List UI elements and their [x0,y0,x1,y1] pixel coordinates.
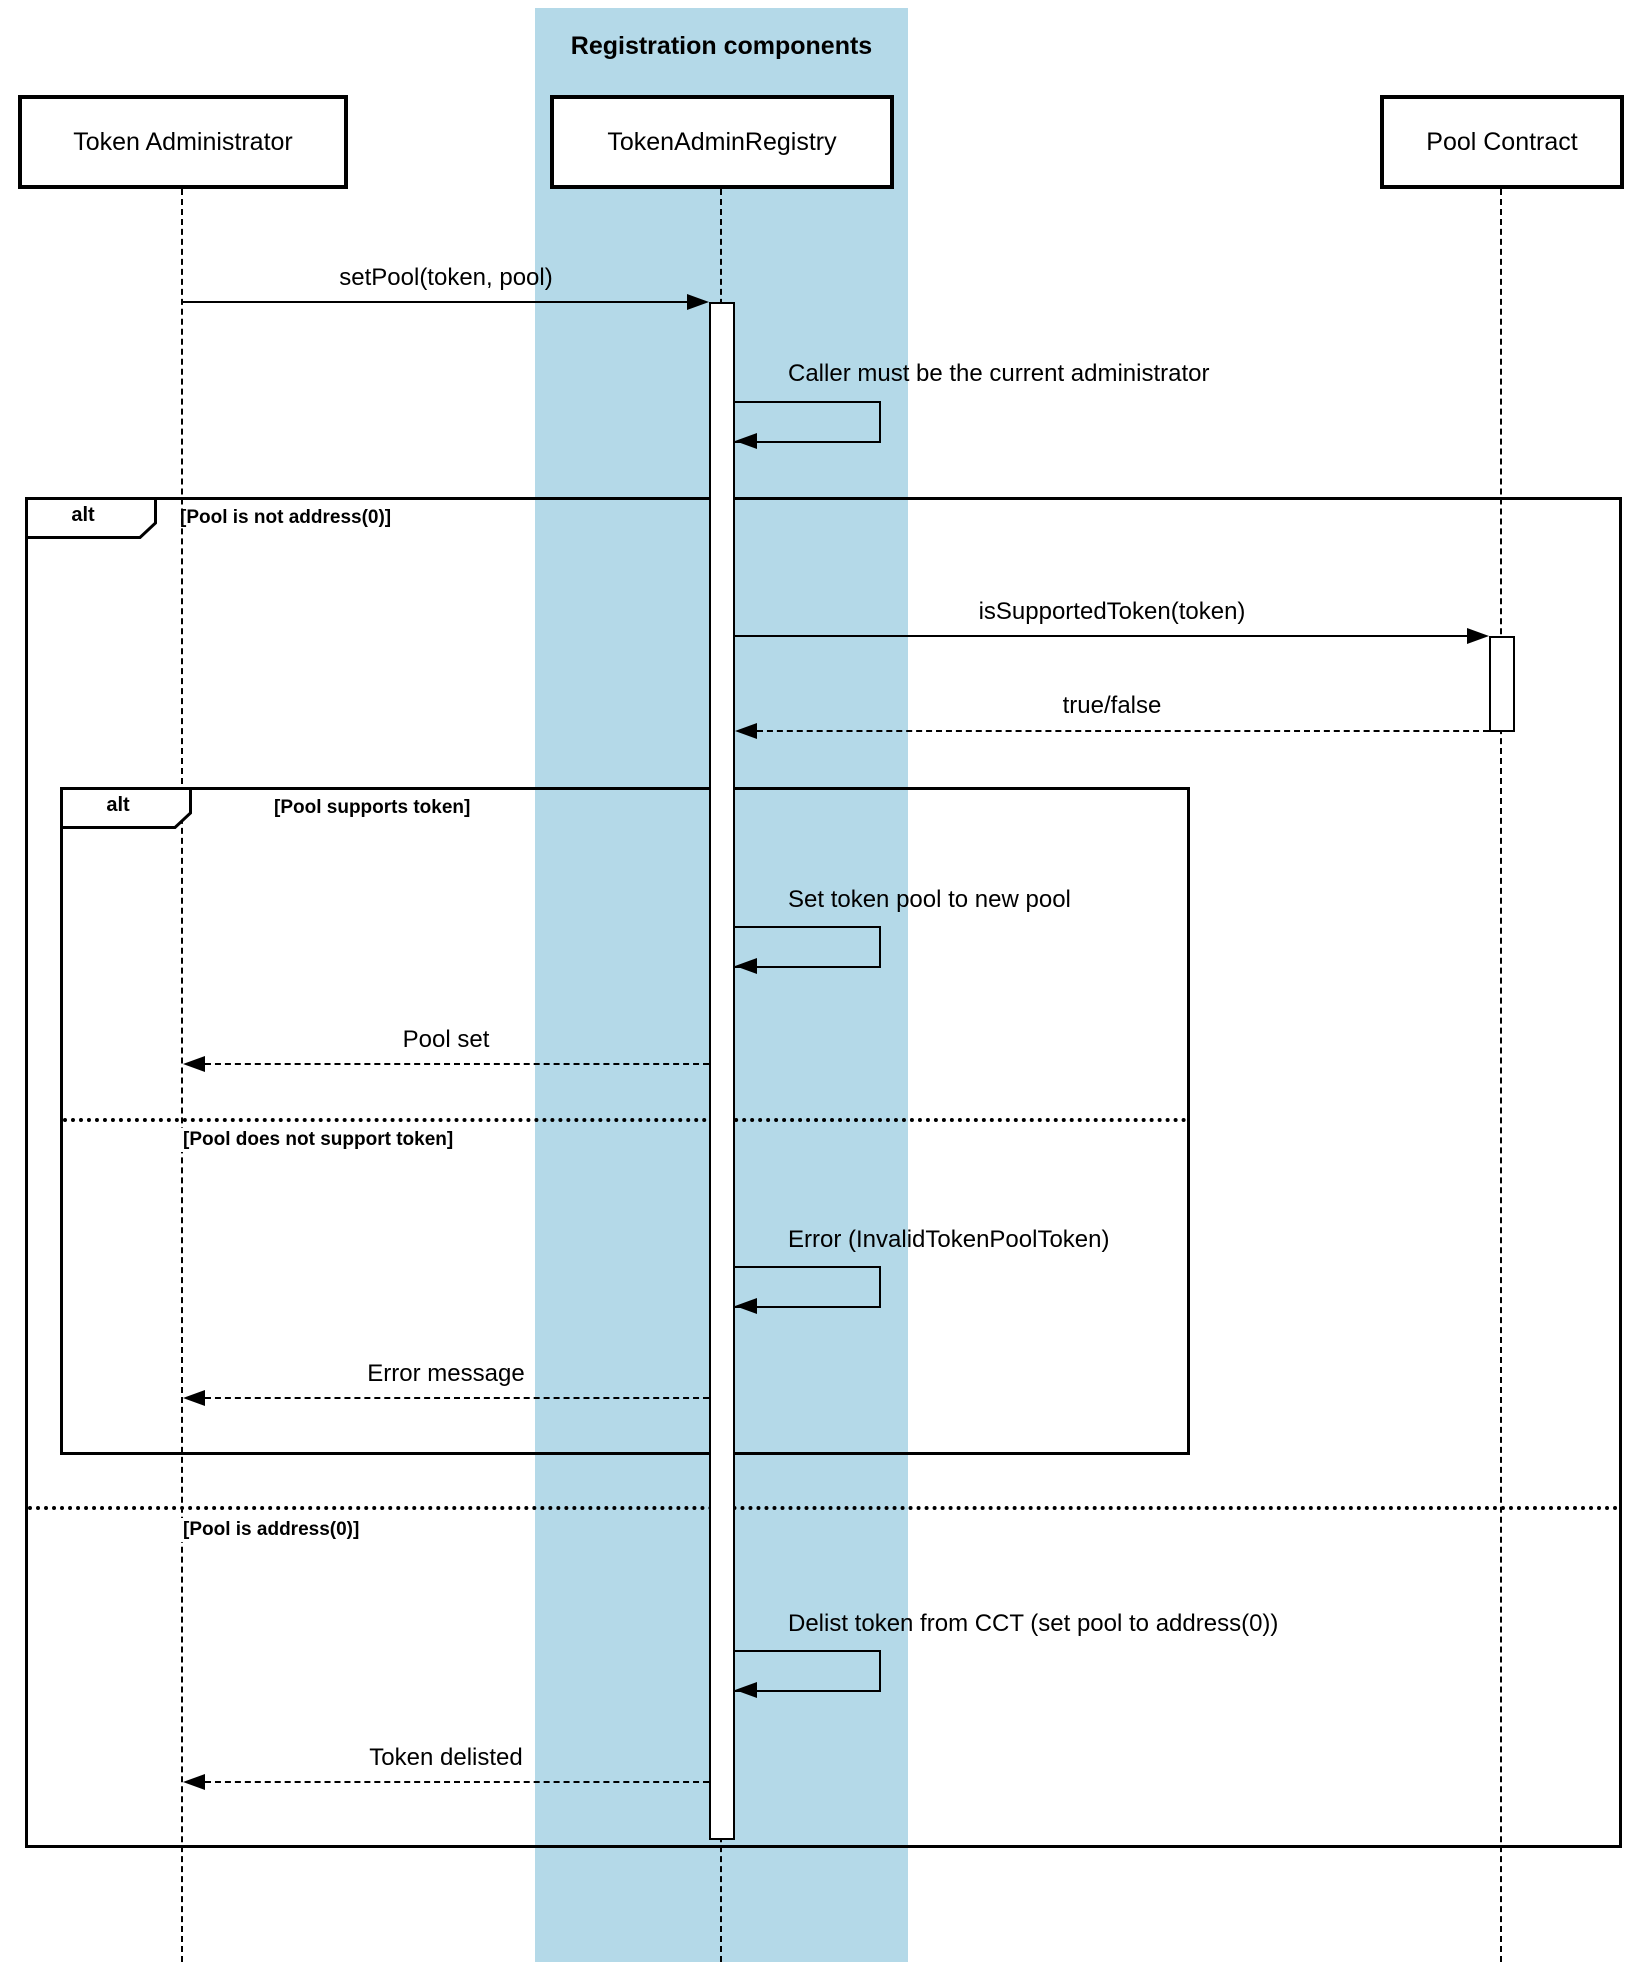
participant-pool-contract: Pool Contract [1380,95,1624,189]
lifeline-token-administrator [181,189,183,1962]
participant-label: Pool Contract [1426,127,1578,156]
participant-token-administrator: Token Administrator [18,95,348,189]
message-label-caller-check: Caller must be the current administrator [788,360,1210,387]
message-label-set-pool: setPool(token, pool) [339,264,553,291]
self-call-loop [735,926,881,968]
lifeline-pool-contract [1500,189,1502,1962]
message-label-set-token-pool: Set token pool to new pool [788,886,1071,913]
alt-fragment-outer-tab: alt [25,497,157,539]
message-label-delist-token: Delist token from CCT (set pool to addre… [788,1610,1279,1637]
message-label-token-delisted: Token delisted [369,1744,523,1771]
activation-pool-contract [1489,636,1515,732]
alt-inner-divider [63,1118,1187,1122]
arrow-head [687,294,709,310]
activation-token-admin-registry [709,302,735,1840]
guard-pool-not-address0: [Pool is not address(0)] [180,507,392,528]
self-call-loop [735,401,881,443]
arrow-line [205,1397,709,1399]
participant-label: TokenAdminRegistry [607,127,837,156]
message-label-invalid-pool-error: Error (InvalidTokenPoolToken) [788,1226,1110,1253]
alt-fragment-inner-tab: alt [60,787,192,829]
arrow-line [757,730,1489,732]
arrow-head [183,1056,205,1072]
alt-operator-label: alt [71,504,95,526]
participant-token-admin-registry: TokenAdminRegistry [550,95,894,189]
guard-pool-is-address0: [Pool is address(0)] [178,1518,365,1542]
self-call-loop [735,1650,881,1692]
arrow-head [183,1390,205,1406]
message-label-pool-set: Pool set [402,1026,490,1053]
message-label-true-false: true/false [1062,692,1162,719]
arrow-line [735,635,1467,637]
arrow-head [735,1298,757,1314]
alt-tab-shape [25,497,157,539]
alt-fragment-inner [60,787,1190,1455]
participant-label: Token Administrator [73,127,293,156]
arrow-head [735,433,757,449]
arrow-head [183,1774,205,1790]
band-title: Registration components [570,32,873,60]
self-call-loop [735,1266,881,1308]
guard-pool-supports-token: [Pool supports token] [274,797,471,818]
arrow-line [183,301,687,303]
message-label-error-message: Error message [367,1360,525,1387]
arrow-line [205,1781,709,1783]
alt-tab-shape [60,787,192,829]
arrow-head [735,1682,757,1698]
message-label-is-supported-token: isSupportedToken(token) [978,598,1246,625]
alt-operator-label: alt [106,794,130,816]
alt-fragment-outer [25,497,1622,1848]
arrow-head [1467,628,1489,644]
guard-pool-does-not-support-token: [Pool does not support token] [178,1128,459,1152]
arrow-line [205,1063,709,1065]
arrow-head [735,958,757,974]
arrow-head [735,723,757,739]
alt-outer-divider [28,1506,1619,1510]
